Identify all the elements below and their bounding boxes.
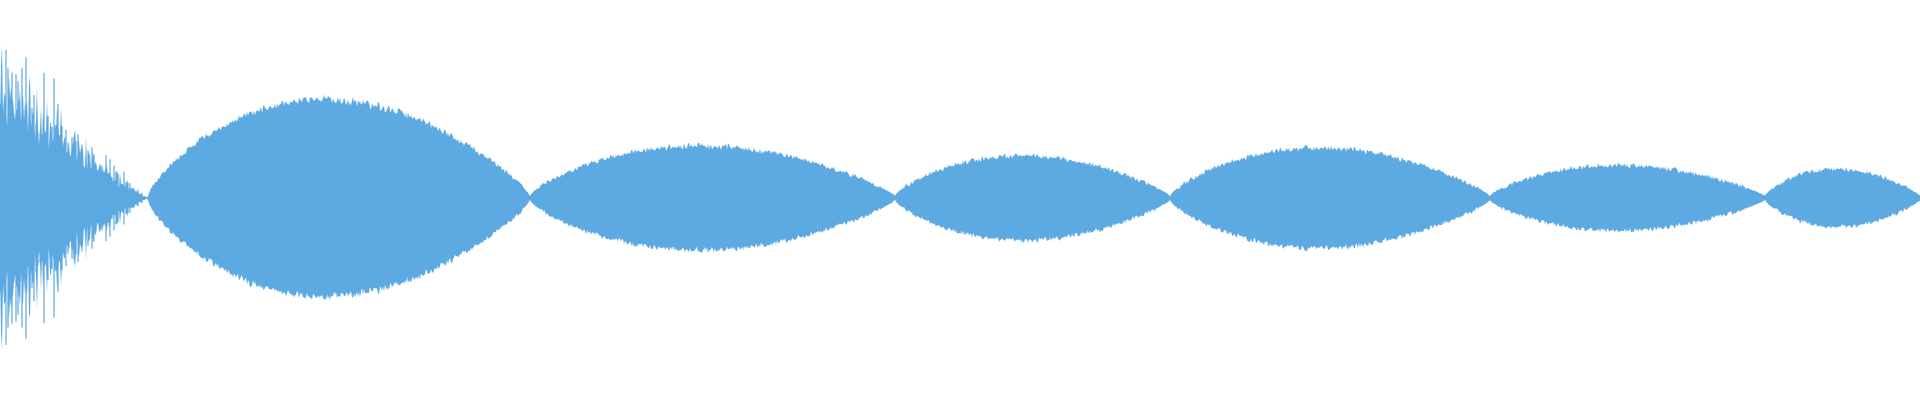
waveform-envelope — [0, 46, 1920, 351]
waveform-shape — [0, 46, 1920, 351]
